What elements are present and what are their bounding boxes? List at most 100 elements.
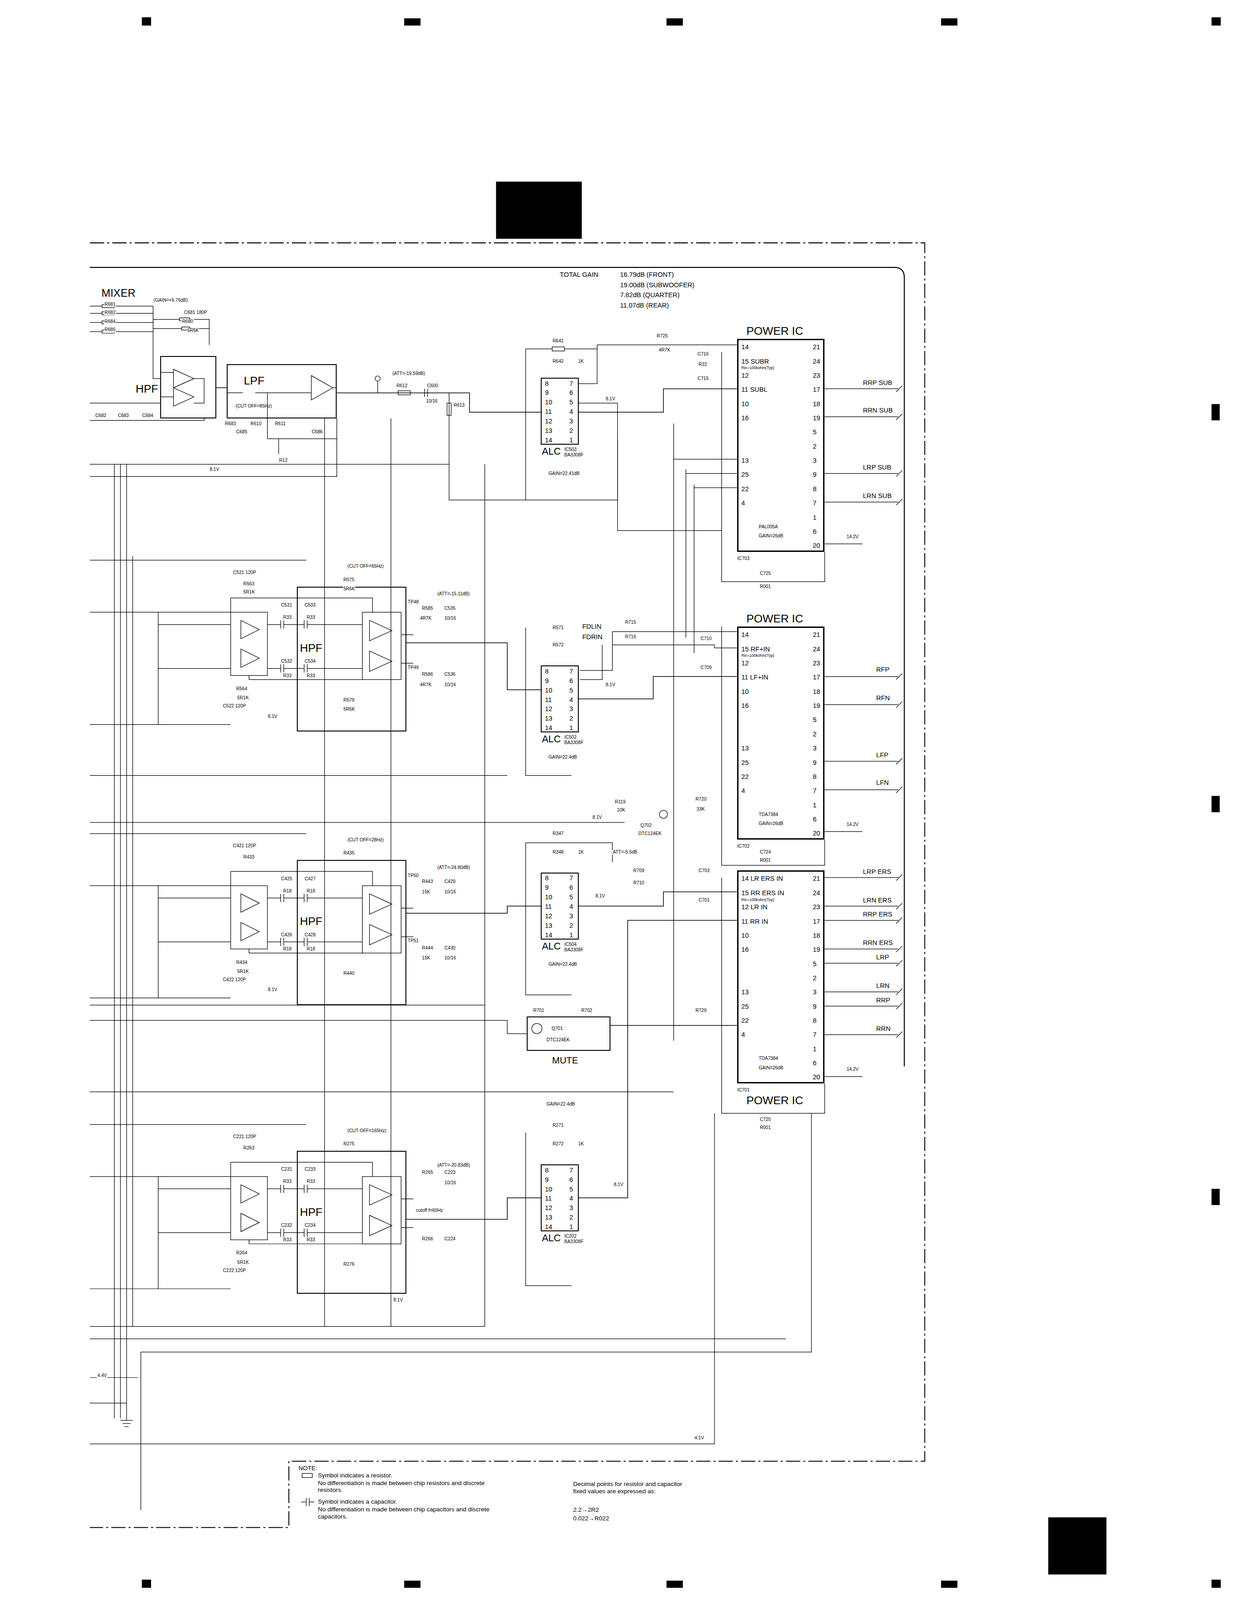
signal-label: RRP ERS [862,911,893,919]
component-label: 15K [421,890,431,896]
component-label: 8.1V [267,714,278,720]
component-label: Q701 [551,1026,564,1032]
component-label: GAIN=22.4dB [546,1102,576,1108]
pin-number: 6 [569,884,573,892]
pin-number: 3 [569,418,573,425]
pin-number: 10 [544,1186,553,1194]
signal-label: TOTAL GAIN [559,271,599,279]
component-label: R725 [656,333,668,339]
part-number: BA3308F [564,452,584,458]
component-label: R564 [235,686,248,692]
signal-label: LRP ERS [862,868,892,876]
pin-label: 14 [741,343,749,351]
part-number: BA3308F [564,740,584,746]
component-label: R685 [104,327,116,333]
component-label: C684 [142,413,154,419]
component-label: 8.1V [595,894,606,900]
pin-label: 16 [741,946,749,954]
component-label: DTC124EK [546,1038,571,1044]
component-label: 5R1K [236,1260,249,1266]
wire [89,843,863,1114]
signal-label: RFN [875,695,891,702]
component-label: (CUT OFF=65Hz) [347,564,385,570]
transistor-symbol [531,1024,543,1035]
component-label: GAIN=22.41dB [547,471,581,477]
component-label: C686 [311,429,324,435]
part-number: PAL005A [758,524,778,530]
pin-number: 6 [812,528,817,536]
signal-label: FDLIN [581,623,602,631]
pin-number: 4 [569,696,573,704]
pin-number: 20 [812,1074,820,1082]
component-label: R682 [104,310,116,316]
pin-number: 17 [812,918,820,926]
filter-name: LPF [243,375,265,387]
pin-label: 16 [741,702,749,710]
component-label: R720 [695,797,707,803]
pin-label: 4 [741,787,745,795]
component-label: R572 [552,643,564,648]
signal-label: RRP [875,997,891,1005]
ic-reference: IC202 [564,1234,577,1239]
pin-number: 18 [812,932,820,940]
component-label: R347 [552,831,564,837]
chip-heading: ALC [541,942,561,952]
component-label: 5R1K [236,695,249,701]
pin-number: 13 [544,922,553,930]
pin-label: 14 [741,631,749,639]
signal-label: LRP [875,954,890,962]
component-label: R642 [552,359,564,365]
ic-reference: IC702 [737,844,750,849]
signal-wire [578,891,738,907]
pin-number: 5 [812,961,817,968]
pin-number: 19 [812,702,820,710]
pin-number: 8 [544,1167,549,1175]
pin-number: 2 [569,427,573,435]
pin-number: 1 [812,802,817,810]
component-label: C232 [280,1223,293,1229]
component-label: C534 [304,659,316,665]
signal-label: 2.2→2R2 [572,1507,600,1514]
component-label: R275 [343,1142,355,1148]
signal-label: No differentiation is made between chip … [317,1480,502,1495]
signal-label: RFP [875,666,890,674]
cutoff-note: (CUT OFF=85Hz) [235,404,272,409]
pin-number: 1 [569,724,573,732]
pin-number: 9 [544,389,549,397]
pin-number: 11 [544,903,552,911]
signal-wire [406,1198,542,1220]
pin-number: 9 [544,1176,549,1184]
component-label: R18 [306,947,316,953]
pin-number: 1 [569,932,573,939]
pin-label: 25 [741,759,749,767]
filter-block: HPF [296,1151,406,1295]
component-label: C430 [443,946,456,952]
component-label: 8.1V [392,1298,404,1304]
pin-label: 22 [741,773,749,781]
component-label: C681 180P [183,310,208,316]
component-label: R612 [395,383,408,389]
pin-number: 9 [544,677,549,685]
output-wire [824,385,903,545]
pin-number: 2 [569,1214,573,1222]
pin-number: 17 [812,386,820,394]
component-label: R585 [421,606,434,612]
pin-number: 11 [544,408,552,416]
signal-label: LRP SUB [862,464,892,472]
component-label: 8.1V [591,815,603,821]
part-number: TDA7384 [758,812,779,818]
component-label: C532 [280,659,293,665]
pin-number: 24 [812,358,820,366]
pin-number: 7 [812,1031,817,1039]
pin-number: 14 [544,1224,553,1231]
component-label: 10/16 [443,890,457,896]
alc-ic: ALC8910111213147654321IC502BA3308F [540,665,579,734]
component-label: R443 [421,879,434,885]
component-label: R001 [759,858,772,864]
pin-number: 18 [812,688,820,696]
signal-label: 19.00dB (SUBWOOFER) [619,281,696,289]
component-label: C715 [697,376,710,382]
pin-label: 12 [741,372,749,380]
pin-number: 8 [544,380,549,388]
